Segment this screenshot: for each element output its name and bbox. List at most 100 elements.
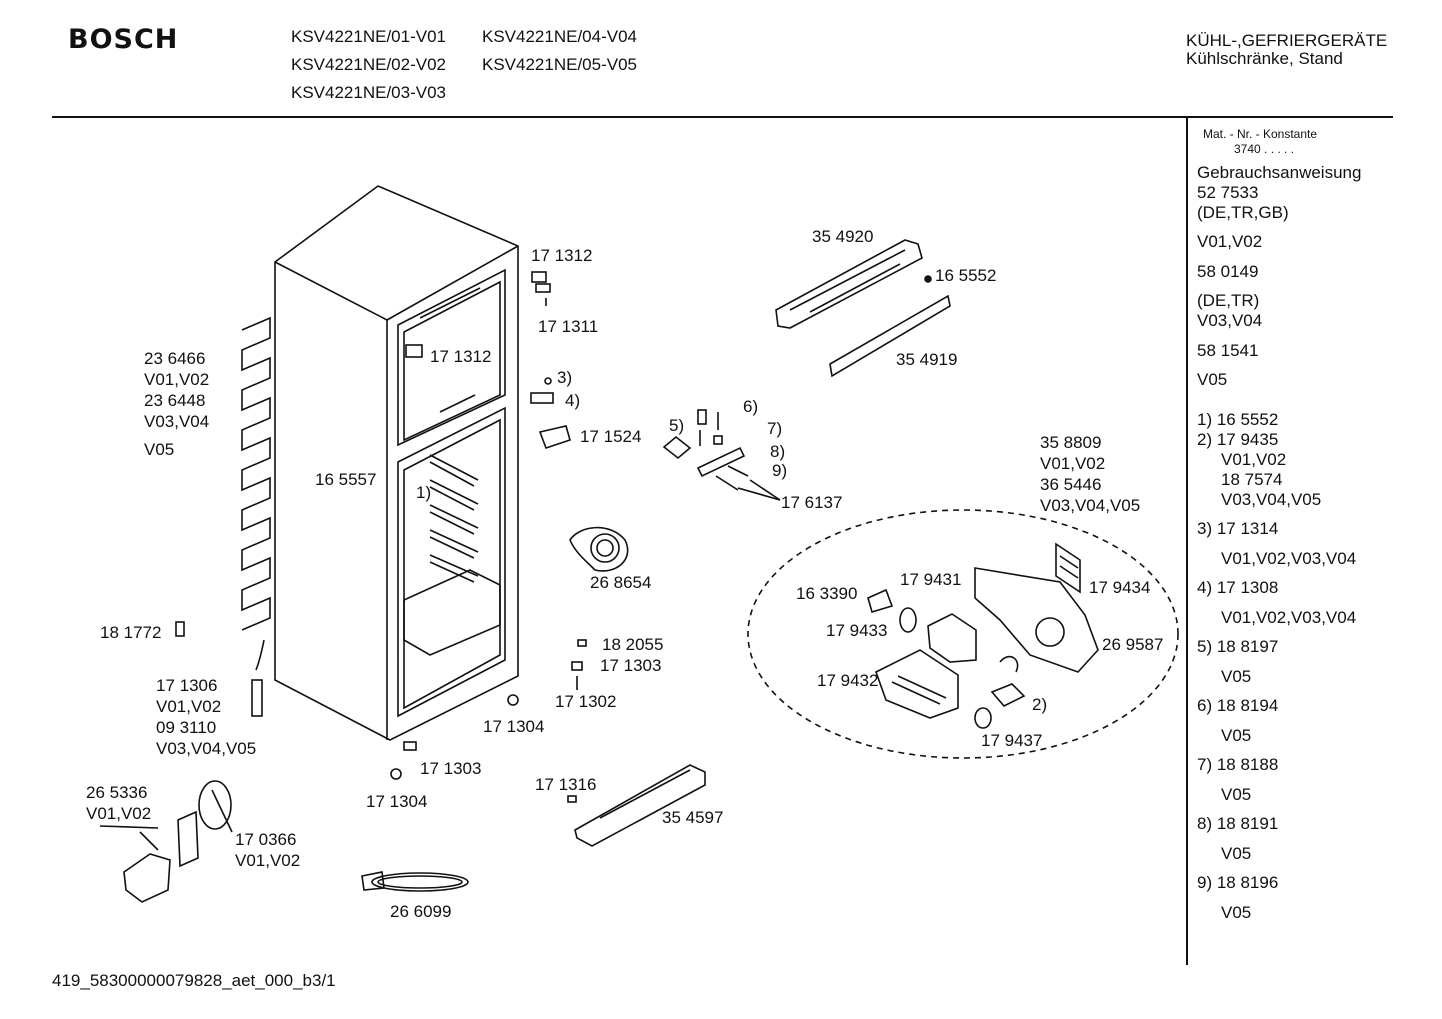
sidebar-line: 9) 18 8196 xyxy=(1197,873,1279,892)
fan-cover-269587 xyxy=(974,567,1099,673)
model-number: KSV4221NE/01-V01 xyxy=(291,27,446,46)
part-label: 26 6099 xyxy=(390,902,452,921)
condenser-coil xyxy=(241,316,271,631)
part-label: 17 6137 xyxy=(781,493,843,512)
part-label: 17 1302 xyxy=(555,692,617,711)
part-label: 17 1524 xyxy=(580,427,642,446)
part-label: 17 9434 xyxy=(1089,578,1151,597)
mat-value: 3740 . . . . . xyxy=(1234,142,1295,156)
model-number: KSV4221NE/04-V04 xyxy=(482,27,637,46)
part-label: 17 9433 xyxy=(826,621,888,640)
panel-strip xyxy=(829,294,951,378)
callout-label: 4) xyxy=(565,391,581,410)
sidebar-line: V05 xyxy=(1221,785,1252,804)
fan-motor xyxy=(99,780,233,903)
part-label: 17 1311 xyxy=(538,317,599,336)
sidebar-line: V05 xyxy=(1221,844,1252,863)
sidebar-line: V05 xyxy=(1221,726,1252,745)
sidebar-line: V01,V02,V03,V04 xyxy=(1221,608,1357,627)
part-label: 26 8654 xyxy=(590,573,652,592)
sidebar-line: V05 xyxy=(1197,370,1228,389)
part-label: 17 1304 xyxy=(483,717,545,736)
callout-label: 3) xyxy=(557,368,573,387)
part-label: 09 3110 xyxy=(156,718,217,737)
part-8 xyxy=(696,446,746,478)
document-code: 419_58300000079828_aet_000_b3/1 xyxy=(52,971,336,990)
detail-circle xyxy=(747,509,1179,759)
sidebar-line: (DE,TR) xyxy=(1197,291,1260,310)
clip-171303 xyxy=(571,661,583,671)
part-163390 xyxy=(867,588,894,613)
spring xyxy=(999,655,1019,673)
part-label: 26 5336 xyxy=(86,783,148,802)
part-label: V03,V04,V05 xyxy=(1040,496,1141,515)
sidebar-line: V03,V04,V05 xyxy=(1221,490,1322,509)
part-label: 26 9587 xyxy=(1102,635,1164,654)
screw-165552 xyxy=(924,275,932,283)
sidebar-line: 6) 18 8194 xyxy=(1197,696,1279,715)
sidebar-line: 4) 17 1308 xyxy=(1197,578,1279,597)
power-cord xyxy=(361,871,469,892)
part-4 xyxy=(530,392,554,404)
part-171524 xyxy=(538,425,571,450)
part-label: 17 9432 xyxy=(817,671,879,690)
sidebar-line: V01,V02 xyxy=(1197,232,1263,251)
model-number: KSV4221NE/02-V02 xyxy=(291,55,446,74)
sidebar-line: 58 0149 xyxy=(1197,262,1259,281)
hinge-middle xyxy=(405,344,423,358)
mat-header: Mat. - Nr. - Konstante xyxy=(1203,127,1318,141)
part-3 xyxy=(544,377,552,385)
clip-171303b xyxy=(403,741,417,751)
part-label: 17 0366 xyxy=(235,830,297,849)
sidebar-line: 3) 17 1314 xyxy=(1197,519,1279,538)
sidebar-line: V01,V02 xyxy=(1221,450,1287,469)
sidebar-line: 58 1541 xyxy=(1197,341,1259,360)
part-label: V01,V02 xyxy=(235,851,301,870)
part-label: V03,V04,V05 xyxy=(156,739,257,758)
sidebar-line: V01,V02,V03,V04 xyxy=(1221,549,1357,568)
part-label: 17 1312 xyxy=(430,347,492,366)
part-label: V05 xyxy=(144,440,175,459)
callout-label: 7) xyxy=(767,419,783,438)
sidebar-line: 7) 18 8188 xyxy=(1197,755,1279,774)
sidebar-line: V05 xyxy=(1221,903,1252,922)
vent-179434 xyxy=(1055,542,1081,594)
part-label: 35 4597 xyxy=(662,808,724,827)
category-title: KÜHL-,GEFRIERGERÄTE xyxy=(1186,31,1388,50)
part-label: 36 5446 xyxy=(1040,475,1102,494)
part-179437 xyxy=(974,707,992,729)
model-number: KSV4221NE/05-V05 xyxy=(482,55,637,74)
part-label: V03,V04 xyxy=(144,412,210,431)
part-label: V01,V02 xyxy=(144,370,210,389)
part-label: 17 1316 xyxy=(535,775,597,794)
part-label: V01,V02 xyxy=(1040,454,1106,473)
fan-shroud xyxy=(569,526,629,572)
sidebar-line: 5) 18 8197 xyxy=(1197,637,1279,656)
drier-171306 xyxy=(251,639,265,717)
part-label: 17 9437 xyxy=(981,731,1043,750)
part-label: 23 6466 xyxy=(144,349,206,368)
base-grill xyxy=(574,764,706,847)
sidebar-line: V05 xyxy=(1221,667,1252,686)
grille-179432 xyxy=(875,649,959,719)
callout-label: 9) xyxy=(772,461,788,480)
part-label: 18 2055 xyxy=(602,635,664,654)
part-label: 16 5552 xyxy=(935,266,997,285)
callout-label: 5) xyxy=(669,416,685,435)
part-6 xyxy=(697,409,707,425)
callout-label: 6) xyxy=(743,397,759,416)
part-5 xyxy=(662,435,692,460)
category-subtitle: Kühlschränke, Stand xyxy=(1186,49,1343,68)
sidebar-line: 18 7574 xyxy=(1221,470,1283,489)
part-label: 18 1772 xyxy=(100,623,162,642)
part-label: 23 6448 xyxy=(144,391,206,410)
part-label: 35 4919 xyxy=(896,350,958,369)
part-label: 16 5557 xyxy=(315,470,377,489)
motor-179431 xyxy=(927,613,977,663)
control-panel xyxy=(775,239,923,329)
sidebar-line: 8) 18 8191 xyxy=(1197,814,1279,833)
callout-label: 8) xyxy=(770,442,786,461)
part-label: 17 1303 xyxy=(600,656,662,675)
part-label: V01,V02 xyxy=(86,804,152,823)
